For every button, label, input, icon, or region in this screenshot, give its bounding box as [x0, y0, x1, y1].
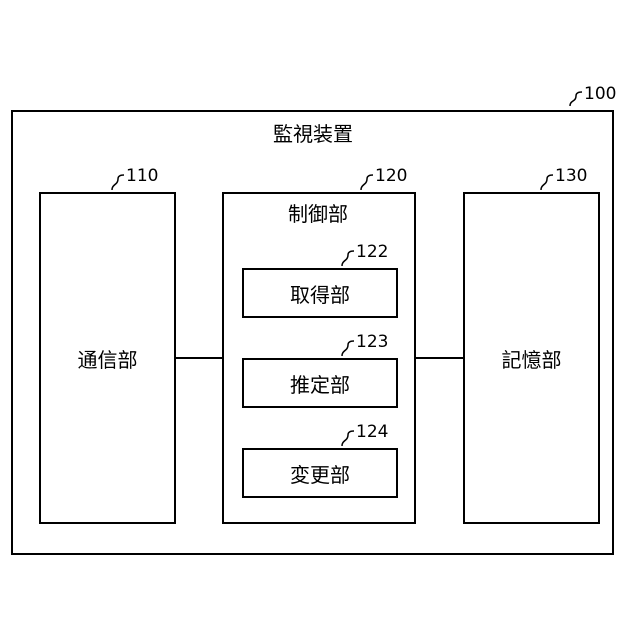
- estimation-ref-leader: [338, 336, 358, 358]
- storage-label: 記憶部: [463, 192, 600, 524]
- change-label: 変更部: [242, 448, 398, 498]
- device-title: 監視装置: [273, 124, 353, 144]
- device-ref: 100: [584, 86, 616, 103]
- comm-ref: 110: [126, 168, 158, 185]
- comm-control-connector: [176, 357, 222, 359]
- acquisition-ref-leader: [338, 246, 358, 268]
- control-storage-connector: [416, 357, 463, 359]
- acquisition-label: 取得部: [242, 268, 398, 318]
- control-ref-leader: [357, 170, 377, 192]
- comm-label: 通信部: [39, 192, 176, 524]
- control-label: 制御部: [288, 204, 348, 224]
- acquisition-ref: 122: [356, 244, 388, 261]
- storage-ref: 130: [555, 168, 587, 185]
- estimation-ref: 123: [356, 334, 388, 351]
- device-ref-leader: [566, 88, 586, 108]
- estimation-label: 推定部: [242, 358, 398, 408]
- storage-ref-leader: [537, 170, 557, 192]
- change-ref: 124: [356, 424, 388, 441]
- change-ref-leader: [338, 426, 358, 448]
- control-ref: 120: [375, 168, 407, 185]
- comm-ref-leader: [108, 170, 128, 192]
